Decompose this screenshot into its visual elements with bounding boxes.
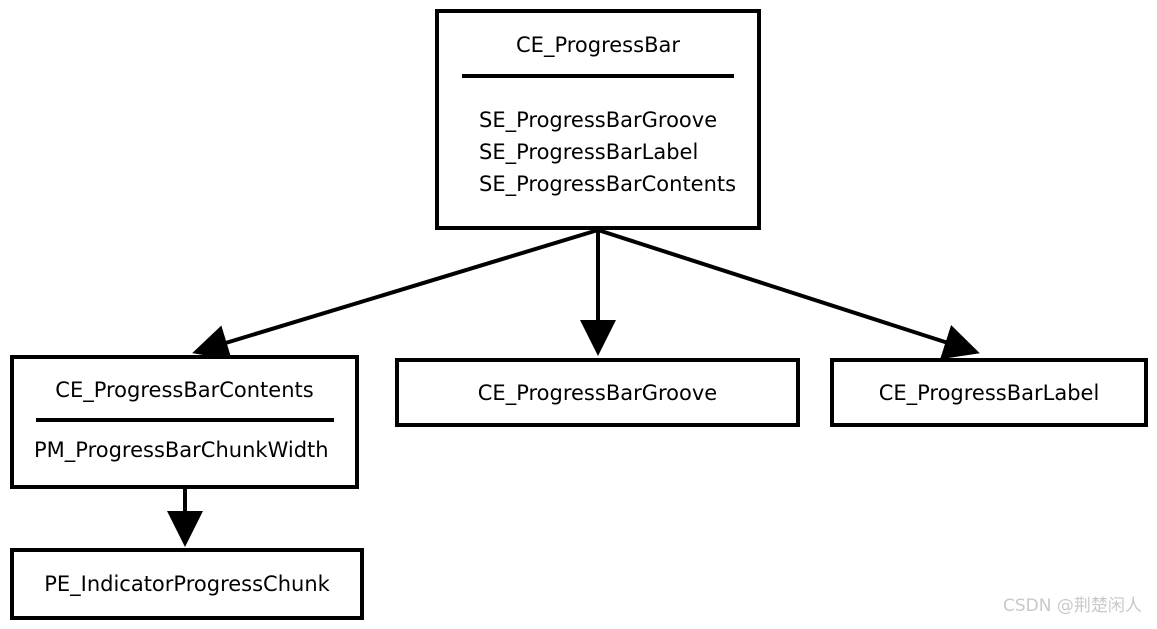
node-member: SE_ProgressBarGroove (479, 108, 718, 132)
node-member: PM_ProgressBarChunkWidth (34, 438, 329, 462)
node-member-list: SE_ProgressBarGroove SE_ProgressBarLabel… (439, 104, 757, 200)
node-ce-progressbar[interactable]: CE_ProgressBar SE_ProgressBarGroove SE_P… (435, 9, 761, 230)
node-separator (462, 74, 734, 78)
node-ce-progressbarlabel[interactable]: CE_ProgressBarLabel (830, 358, 1148, 427)
node-ce-progressbargroove[interactable]: CE_ProgressBarGroove (395, 358, 800, 427)
node-title: PE_IndicatorProgressChunk (44, 572, 330, 596)
node-title: CE_ProgressBarGroove (477, 380, 718, 405)
node-title: CE_ProgressBarLabel (878, 380, 1100, 405)
edge-progressbar-to-label (597, 228, 980, 360)
node-ce-progressbarcontents[interactable]: CE_ProgressBarContents PM_ProgressBarChu… (10, 355, 359, 489)
node-pe-indicatorprogresschunk[interactable]: PE_IndicatorProgressChunk (10, 548, 364, 620)
node-title: CE_ProgressBarContents (55, 378, 314, 402)
node-member-list: PM_ProgressBarChunkWidth (14, 434, 355, 466)
node-member: SE_ProgressBarLabel (479, 140, 699, 164)
node-title: CE_ProgressBar (516, 33, 680, 57)
node-member: SE_ProgressBarContents (479, 172, 737, 196)
edge-progressbar-to-contents (192, 228, 599, 360)
watermark-text: CSDN @荆楚闲人 (1003, 596, 1142, 616)
node-separator (35, 418, 334, 422)
